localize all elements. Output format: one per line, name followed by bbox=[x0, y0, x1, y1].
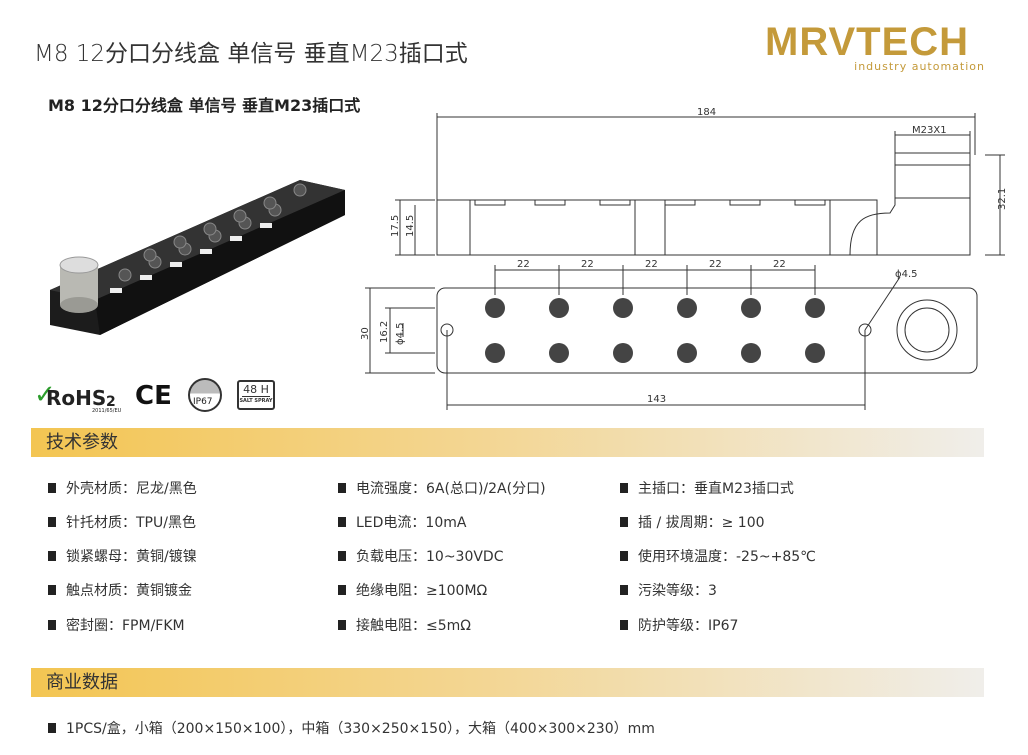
bullet-icon bbox=[338, 620, 346, 630]
spec-item: 主插口：垂直M23插口式 bbox=[620, 478, 794, 498]
rohs-logo: RoHS bbox=[46, 386, 107, 410]
spec-text: 触点材质：黄铜镀金 bbox=[66, 583, 192, 599]
bullet-icon bbox=[48, 620, 56, 630]
spec-text: 针托材质：TPU/黑色 bbox=[66, 515, 196, 531]
ip67-logo: IP67 bbox=[188, 378, 222, 412]
spec-item: 污染等级：3 bbox=[620, 580, 717, 600]
spec-text: 插 / 拔周期：≥ 100 bbox=[638, 515, 765, 531]
spec-text: 锁紧螺母：黄铜/镀镍 bbox=[66, 549, 197, 565]
spec-item: 针托材质：TPU/黑色 bbox=[48, 512, 196, 532]
bullet-icon bbox=[338, 483, 346, 493]
bullet-icon bbox=[620, 517, 628, 527]
dim-length: 184 bbox=[697, 107, 716, 118]
spec-text: 接触电阻：≤5mΩ bbox=[356, 618, 471, 634]
spec-text: 电流强度：6A(总口)/2A(分口) bbox=[356, 481, 546, 497]
product-photo bbox=[50, 180, 345, 335]
spec-text: 绝缘电阻：≥100MΩ bbox=[356, 583, 488, 599]
checkmark-icon: ✓ bbox=[34, 380, 56, 410]
spec-text: 防护等级：IP67 bbox=[638, 618, 739, 634]
salt-label: SALT SPRAY bbox=[239, 398, 273, 404]
dim-pitch: 22 bbox=[581, 259, 594, 270]
spec-text: 使用环境温度：-25~+85℃ bbox=[638, 549, 816, 565]
spec-item: 电流强度：6A(总口)/2A(分口) bbox=[338, 478, 546, 498]
spec-item: 使用环境温度：-25~+85℃ bbox=[620, 546, 816, 566]
dim-height-body: 17.5 bbox=[390, 215, 401, 237]
bullet-icon bbox=[338, 517, 346, 527]
bullet-icon bbox=[620, 620, 628, 630]
dim-pitch: 22 bbox=[773, 259, 786, 270]
spec-item: 外壳材质：尼龙/黑色 bbox=[48, 478, 197, 498]
spec-text: 污染等级：3 bbox=[638, 583, 717, 599]
spec-item: 接触电阻：≤5mΩ bbox=[338, 615, 471, 635]
bullet-icon bbox=[48, 551, 56, 561]
page-title: M8 12分口分线盒 单信号 垂直M23插口式 bbox=[34, 41, 468, 67]
spec-item: 绝缘电阻：≥100MΩ bbox=[338, 580, 487, 600]
salt-spray-logo: 48 H SALT SPRAY bbox=[237, 380, 275, 410]
spec-text: 负载电压：10~30VDC bbox=[356, 549, 504, 565]
rohs-number: 2 bbox=[106, 394, 116, 410]
dim-width: 30 bbox=[360, 327, 371, 340]
spec-item: 密封圈：FPM/FKM bbox=[48, 615, 185, 635]
business-item: 1PCS/盒，小箱（200×150×100），中箱（330×250×150），大… bbox=[48, 718, 655, 738]
brand-logo: MRVTECH industry automation bbox=[765, 20, 987, 74]
logo-tagline: industry automation bbox=[854, 60, 985, 73]
spec-item: 锁紧螺母：黄铜/镀镍 bbox=[48, 546, 197, 566]
bullet-icon bbox=[48, 723, 56, 733]
dim-row-spacing: 16.2 bbox=[379, 321, 390, 343]
dim-hole-spacing: 143 bbox=[647, 394, 666, 405]
product-subtitle: M8 12分口分线盒 单信号 垂直M23插口式 bbox=[48, 96, 361, 115]
dim-thread: M23X1 bbox=[912, 125, 947, 136]
dim-height-total: 32.1 bbox=[997, 188, 1008, 210]
dim-height-inner: 14.5 bbox=[405, 215, 416, 237]
dim-pitch: 22 bbox=[709, 259, 722, 270]
dim-hole-dia-left: ϕ4.5 bbox=[395, 323, 406, 346]
tech-section-header: 技术参数 bbox=[31, 428, 984, 457]
bullet-icon bbox=[338, 551, 346, 561]
spec-item: LED电流：10mA bbox=[338, 512, 466, 532]
spec-text: 主插口：垂直M23插口式 bbox=[638, 481, 794, 497]
spec-text: 密封圈：FPM/FKM bbox=[66, 618, 185, 634]
bullet-icon bbox=[338, 585, 346, 595]
business-item-text: 1PCS/盒，小箱（200×150×100），中箱（330×250×150），大… bbox=[66, 721, 655, 737]
spec-text: LED电流：10mA bbox=[356, 515, 467, 531]
spec-text: 外壳材质：尼龙/黑色 bbox=[66, 481, 197, 497]
ip-rating-text: IP67 bbox=[193, 397, 213, 407]
bullet-icon bbox=[620, 483, 628, 493]
spec-item: 防护等级：IP67 bbox=[620, 615, 738, 635]
bullet-icon bbox=[48, 483, 56, 493]
spec-item: 触点材质：黄铜镀金 bbox=[48, 580, 192, 600]
bullet-icon bbox=[48, 585, 56, 595]
spec-item: 插 / 拔周期：≥ 100 bbox=[620, 512, 765, 532]
dim-pitch: 22 bbox=[645, 259, 658, 270]
bullet-icon bbox=[48, 517, 56, 527]
rohs-note: 2011/65/EU bbox=[92, 408, 122, 414]
dim-pitch: 22 bbox=[517, 259, 530, 270]
logo-text: MRVTECH bbox=[765, 20, 970, 64]
bullet-icon bbox=[620, 585, 628, 595]
business-section-header: 商业数据 bbox=[31, 668, 984, 697]
spec-item: 负载电压：10~30VDC bbox=[338, 546, 504, 566]
certification-logos: ✓ RoHS 2 2011/65/EU CE IP67 48 H SALT SP… bbox=[32, 376, 282, 416]
bullet-icon bbox=[620, 551, 628, 561]
dim-hole-dia: ϕ4.5 bbox=[895, 269, 918, 280]
salt-hours: 48 H bbox=[242, 383, 270, 397]
ce-logo: CE bbox=[135, 381, 172, 411]
technical-drawing: 184 M23X1 32.1 17.5 14.5 22 22 22 22 22 … bbox=[360, 107, 1008, 410]
